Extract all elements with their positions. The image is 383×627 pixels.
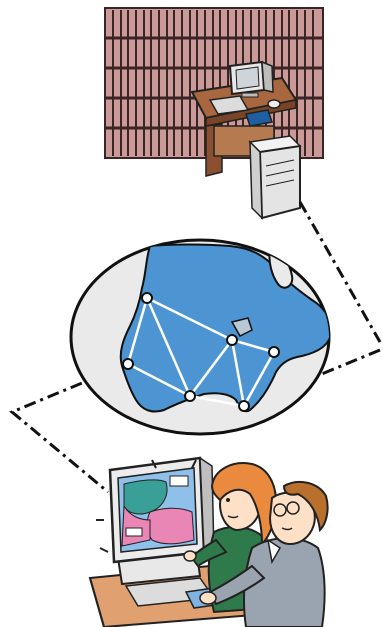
network-node [141,292,153,304]
man-arm [208,564,266,606]
man-hair [282,480,329,533]
sparkle-marks [96,459,197,553]
network-node [238,400,250,412]
server-tower [248,135,302,220]
man-user [199,480,329,627]
network-nodes [122,292,280,412]
network-node [122,358,134,370]
glasses-icon [273,501,300,517]
users-scene [88,456,329,627]
mouse [267,99,281,109]
library-scene [104,7,324,220]
connector-server-to-map [298,201,382,343]
network-connectors [9,201,382,494]
keyboard [208,95,250,115]
network-node [184,390,196,402]
monitor [228,60,274,98]
network-links [126,296,276,408]
network-map [69,238,331,436]
network-node [226,334,238,346]
connector-map-left-to-user [9,362,129,494]
mousepad [245,109,273,127]
user-monitor [108,456,215,564]
woman-arm [190,538,228,568]
network-node [268,346,280,358]
bookshelf [104,7,324,159]
